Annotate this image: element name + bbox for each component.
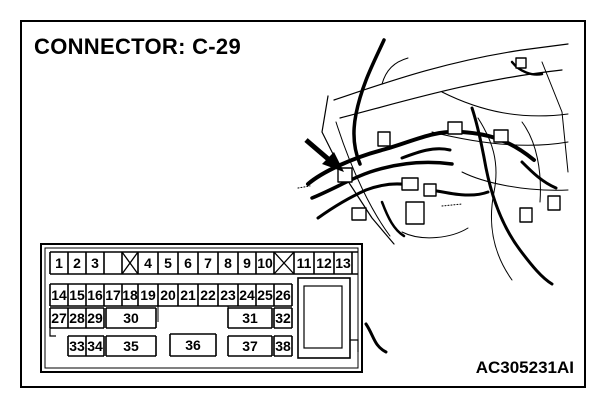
pin-label-36: 36 xyxy=(185,337,201,353)
pin-label-20: 20 xyxy=(160,287,176,303)
pin-label-5: 5 xyxy=(164,255,172,271)
pin-label-38: 38 xyxy=(275,338,291,354)
pin-label-27: 27 xyxy=(51,310,67,326)
pin-label-9: 9 xyxy=(243,255,251,271)
pin-label-32: 32 xyxy=(275,310,291,326)
pointer-arrow xyxy=(304,138,344,172)
pin-label-10: 10 xyxy=(257,255,273,271)
pin-label-11: 11 xyxy=(297,255,312,271)
pin-label-37: 37 xyxy=(242,338,258,354)
pin-label-34: 34 xyxy=(87,338,103,354)
pin-label-6: 6 xyxy=(184,255,192,271)
pin-label-22: 22 xyxy=(200,287,216,303)
harness-illustration xyxy=(297,38,569,354)
pin-label-29: 29 xyxy=(87,310,103,326)
pin-label-2: 2 xyxy=(73,255,81,271)
pin-label-18: 18 xyxy=(122,287,138,303)
pin-label-3: 3 xyxy=(91,255,99,271)
pin-label-21: 21 xyxy=(180,287,196,303)
pin-label-8: 8 xyxy=(224,255,232,271)
pin-label-23: 23 xyxy=(220,287,236,303)
pin-label-4: 4 xyxy=(144,255,152,271)
pin-label-12: 12 xyxy=(316,255,332,271)
diagram-frame: CONNECTOR: C-29 xyxy=(20,20,586,388)
pin-label-28: 28 xyxy=(69,310,85,326)
pin-label-30: 30 xyxy=(123,310,139,326)
pin-label-26: 26 xyxy=(275,287,291,303)
pin-label-35: 35 xyxy=(123,338,139,354)
pin-label-25: 25 xyxy=(257,287,273,303)
pin-label-13: 13 xyxy=(335,255,351,271)
pin-label-31: 31 xyxy=(242,310,258,326)
pin-label-1: 1 xyxy=(55,255,63,271)
connector-title: CONNECTOR: C-29 xyxy=(34,34,242,59)
pin-label-33: 33 xyxy=(69,338,85,354)
figure-code: AC305231AI xyxy=(475,358,574,377)
pin-label-17: 17 xyxy=(105,287,121,303)
pin-label-7: 7 xyxy=(204,255,212,271)
pin-label-24: 24 xyxy=(239,287,255,303)
pin-label-14: 14 xyxy=(51,287,67,303)
pin-label-15: 15 xyxy=(69,287,85,303)
pin-label-19: 19 xyxy=(140,287,156,303)
pin-label-16: 16 xyxy=(87,287,103,303)
